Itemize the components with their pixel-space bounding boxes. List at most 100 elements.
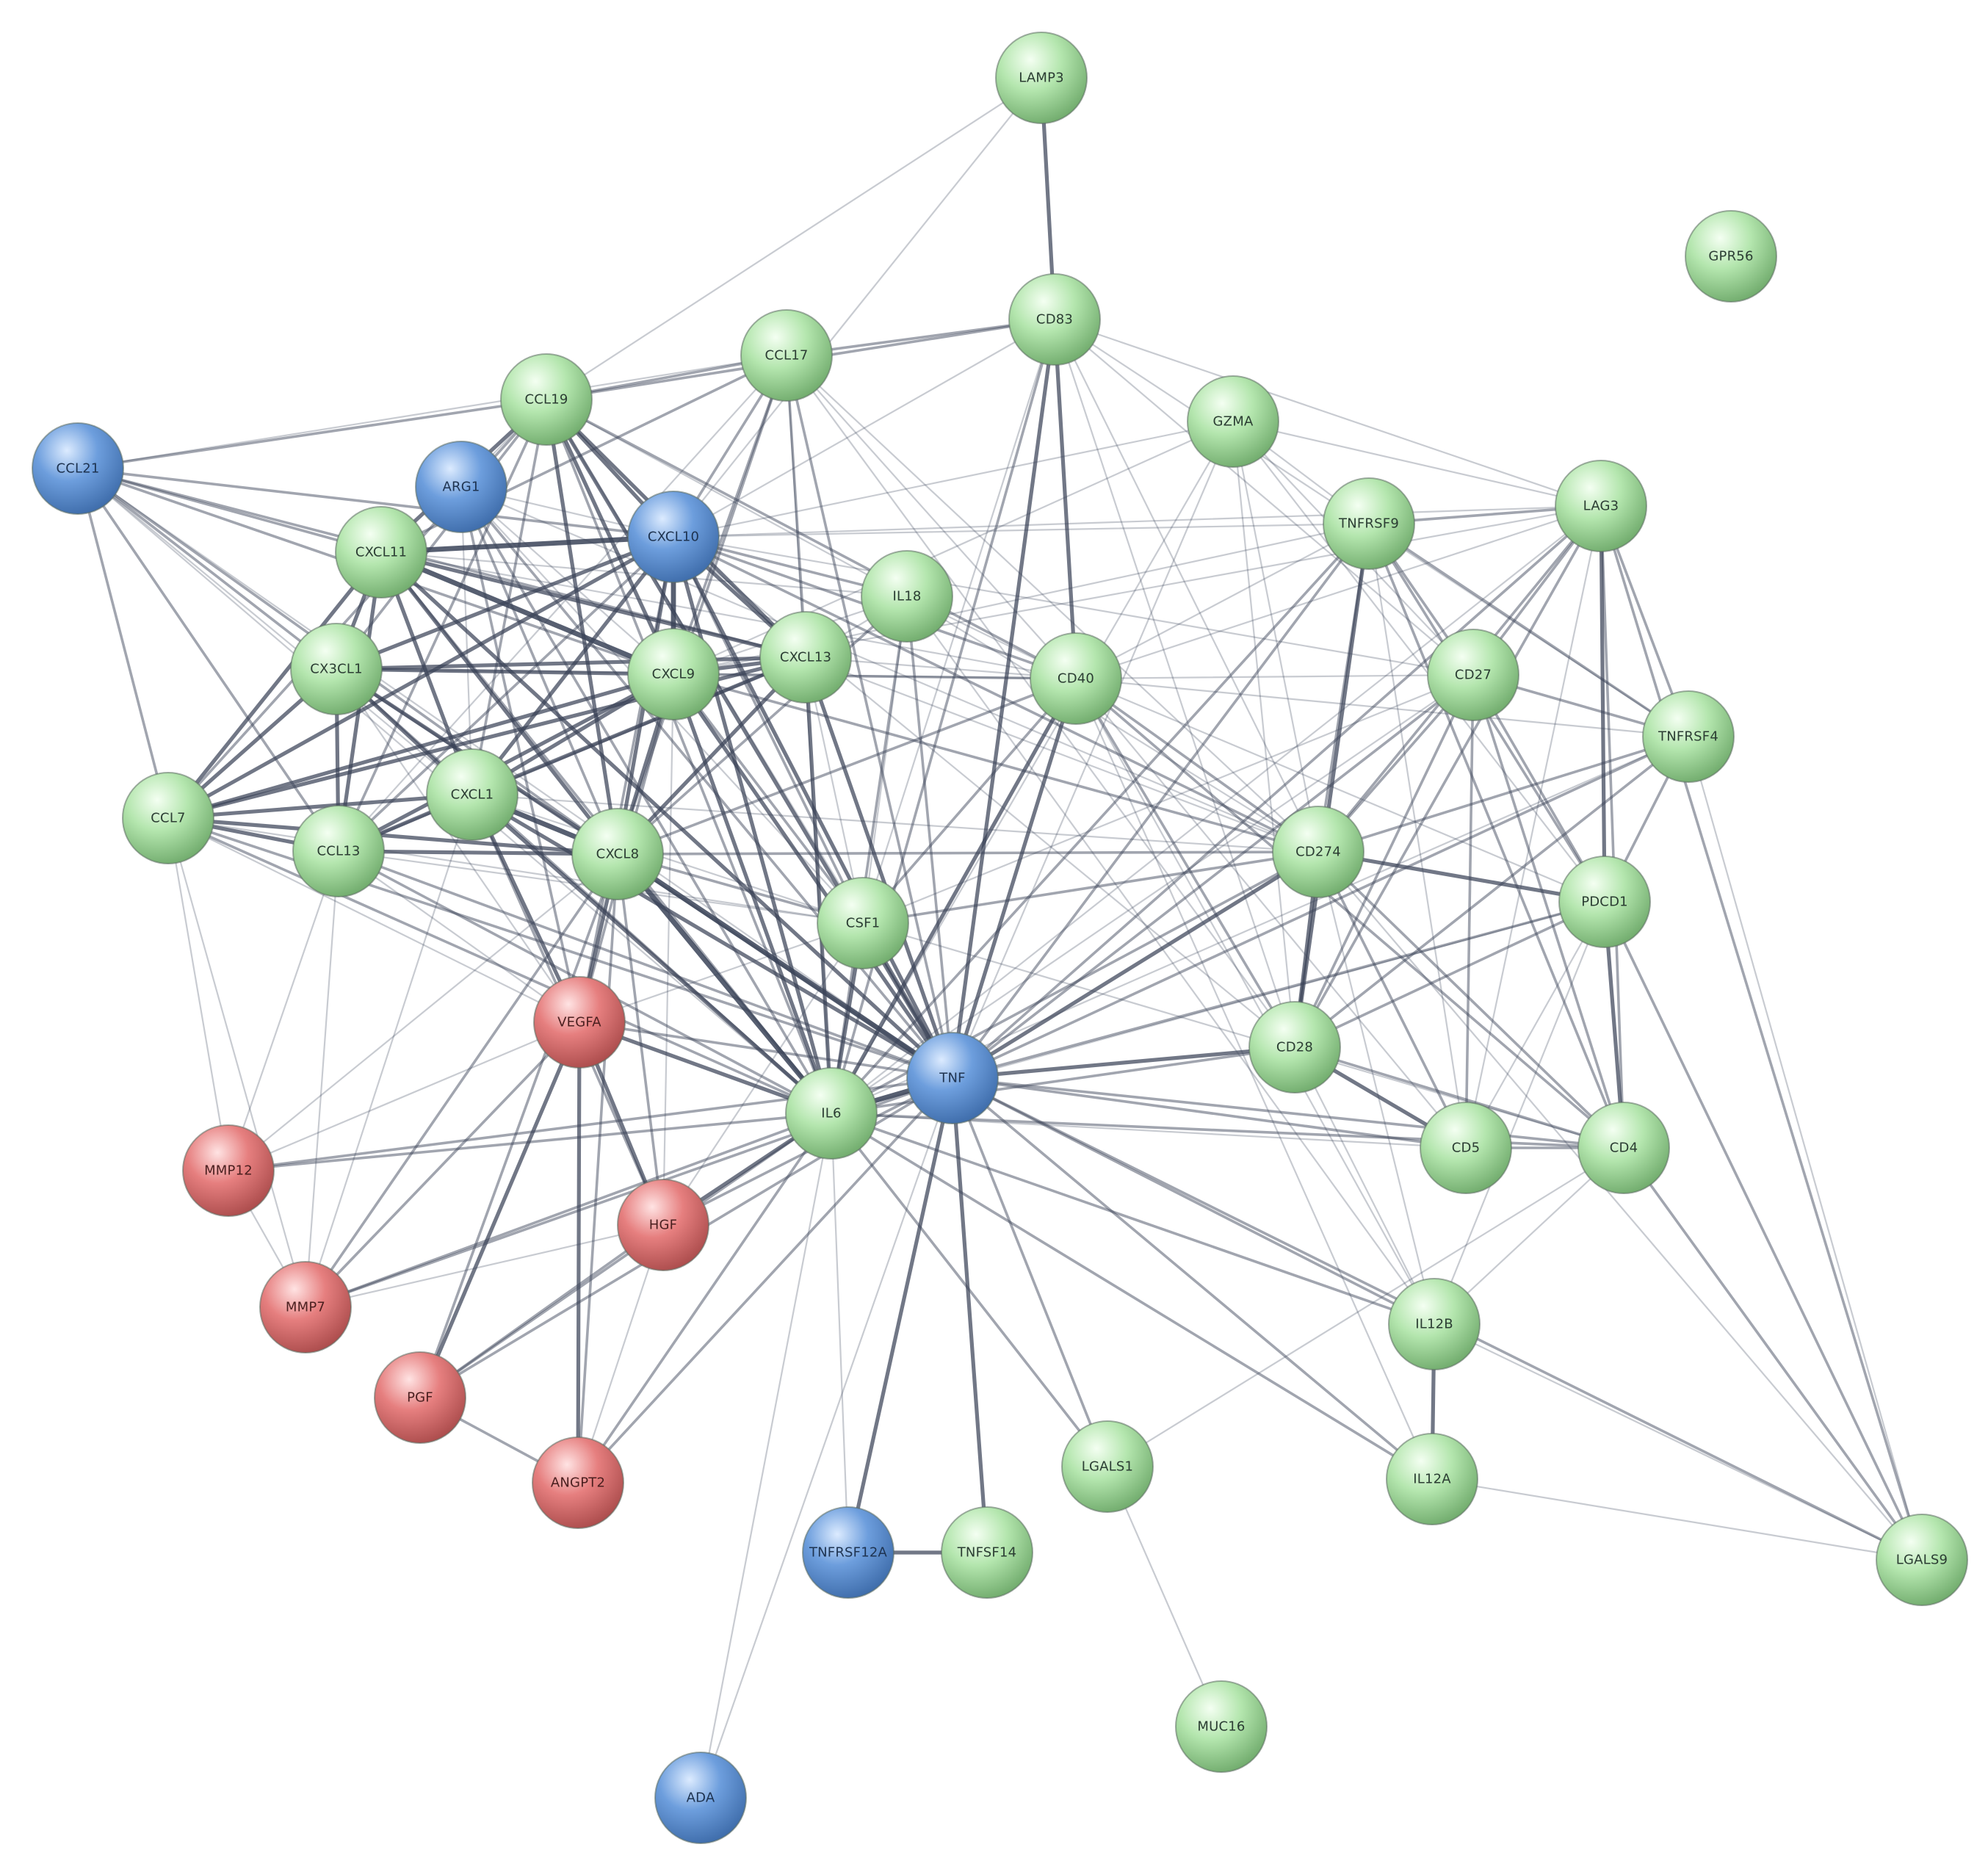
node-lgals1[interactable]: LGALS1 <box>1061 1420 1154 1513</box>
node-circle-ada[interactable] <box>654 1752 747 1844</box>
node-circle-cd83[interactable] <box>1008 273 1101 366</box>
node-circle-cd27[interactable] <box>1427 629 1519 721</box>
node-circle-cd274[interactable] <box>1272 806 1365 898</box>
node-circle-ccl21[interactable] <box>32 422 124 515</box>
node-cxcl13[interactable]: CXCL13 <box>759 611 852 704</box>
node-tnf[interactable]: TNF <box>906 1032 999 1124</box>
node-ccl13[interactable]: CCL13 <box>292 805 385 897</box>
node-circle-lag3[interactable] <box>1555 460 1647 552</box>
node-circle-il12a[interactable] <box>1386 1433 1478 1525</box>
node-circle-ccl7[interactable] <box>122 772 214 864</box>
node-cd274[interactable]: CD274 <box>1272 806 1365 898</box>
node-circle-il6[interactable] <box>785 1067 878 1160</box>
node-circle-cd5[interactable] <box>1420 1102 1512 1194</box>
node-ccl21[interactable]: CCL21 <box>32 422 124 515</box>
node-hgf[interactable]: HGF <box>617 1179 709 1271</box>
node-tnfrsf9[interactable]: TNFRSF9 <box>1323 477 1415 570</box>
node-label-ccl19: CCL19 <box>524 392 568 408</box>
node-vegfa[interactable]: VEGFA <box>533 976 626 1069</box>
node-circle-cxcl13[interactable] <box>759 611 852 704</box>
node-circle-il12b[interactable] <box>1388 1278 1481 1370</box>
node-label-cd40: CD40 <box>1058 671 1094 687</box>
node-cxcl8[interactable]: CXCL8 <box>571 808 664 900</box>
node-circle-lgals9[interactable] <box>1876 1514 1968 1606</box>
node-circle-muc16[interactable] <box>1175 1680 1268 1773</box>
node-circle-lamp3[interactable] <box>995 32 1088 124</box>
node-label-ccl21: CCL21 <box>56 461 99 477</box>
node-circle-cd28[interactable] <box>1248 1001 1341 1094</box>
node-circle-csf1[interactable] <box>817 877 909 969</box>
node-pdcd1[interactable]: PDCD1 <box>1558 856 1651 948</box>
node-circle-pgf[interactable] <box>374 1351 466 1444</box>
node-circle-hgf[interactable] <box>617 1179 709 1271</box>
node-cd40[interactable]: CD40 <box>1030 632 1122 725</box>
node-circle-pdcd1[interactable] <box>1558 856 1651 948</box>
node-label-pgf: PGF <box>407 1390 433 1406</box>
node-il18[interactable]: IL18 <box>861 550 953 643</box>
node-circle-mmp7[interactable] <box>259 1261 352 1354</box>
node-tnfrsf4[interactable]: TNFRSF4 <box>1642 690 1735 783</box>
node-mmp12[interactable]: MMP12 <box>182 1124 275 1217</box>
node-lamp3[interactable]: LAMP3 <box>995 32 1088 124</box>
node-mmp7[interactable]: MMP7 <box>259 1261 352 1354</box>
node-circle-cxcl11[interactable] <box>335 506 427 599</box>
node-ada[interactable]: ADA <box>654 1752 747 1844</box>
node-pgf[interactable]: PGF <box>374 1351 466 1444</box>
node-circle-cd4[interactable] <box>1577 1102 1670 1194</box>
edge-arg1-tnf <box>460 485 954 1080</box>
node-circle-ccl17[interactable] <box>740 309 833 402</box>
node-tnfsf14[interactable]: TNFSF14 <box>941 1506 1033 1599</box>
node-il12a[interactable]: IL12A <box>1386 1433 1478 1525</box>
node-circle-cd40[interactable] <box>1030 632 1122 725</box>
node-circle-cxcl1[interactable] <box>426 748 518 841</box>
node-circle-cxcl10[interactable] <box>627 491 720 583</box>
node-cd4[interactable]: CD4 <box>1577 1102 1670 1194</box>
node-muc16[interactable]: MUC16 <box>1175 1680 1268 1773</box>
node-il12b[interactable]: IL12B <box>1388 1278 1481 1370</box>
node-cxcl1[interactable]: CXCL1 <box>426 748 518 841</box>
node-il6[interactable]: IL6 <box>785 1067 878 1160</box>
node-lgals9[interactable]: LGALS9 <box>1876 1514 1968 1606</box>
node-circle-vegfa[interactable] <box>533 976 626 1069</box>
node-cd27[interactable]: CD27 <box>1427 629 1519 721</box>
node-circle-cxcl9[interactable] <box>627 628 720 720</box>
node-circle-arg1[interactable] <box>415 441 507 533</box>
node-circle-ccl19[interactable] <box>500 353 593 446</box>
node-cxcl9[interactable]: CXCL9 <box>627 628 720 720</box>
node-circle-tnfsf14[interactable] <box>941 1506 1033 1599</box>
node-circle-cx3cl1[interactable] <box>290 623 383 715</box>
node-gzma[interactable]: GZMA <box>1187 375 1279 468</box>
node-gpr56[interactable]: GPR56 <box>1685 210 1777 303</box>
node-angpt2[interactable]: ANGPT2 <box>532 1436 624 1529</box>
node-lag3[interactable]: LAG3 <box>1555 460 1647 552</box>
node-circle-mmp12[interactable] <box>182 1124 275 1217</box>
node-cxcl10[interactable]: CXCL10 <box>627 491 720 583</box>
edge-tnf-cd4 <box>951 1077 1625 1149</box>
node-ccl19[interactable]: CCL19 <box>500 353 593 446</box>
node-cx3cl1[interactable]: CX3CL1 <box>290 623 383 715</box>
node-circle-tnf[interactable] <box>906 1032 999 1124</box>
node-circle-gzma[interactable] <box>1187 375 1279 468</box>
node-circle-ccl13[interactable] <box>292 805 385 897</box>
node-circle-tnfrsf9[interactable] <box>1323 477 1415 570</box>
node-cd28[interactable]: CD28 <box>1248 1001 1341 1094</box>
edge-tnfrsf9-cd4 <box>1367 522 1625 1149</box>
node-tnfrsf12a[interactable]: TNFRSF12A <box>802 1506 894 1599</box>
node-cd5[interactable]: CD5 <box>1420 1102 1512 1194</box>
node-circle-angpt2[interactable] <box>532 1436 624 1529</box>
node-circle-lgals1[interactable] <box>1061 1420 1154 1513</box>
node-ccl7[interactable]: CCL7 <box>122 772 214 864</box>
edge-cd83-lag3 <box>1053 318 1602 507</box>
node-csf1[interactable]: CSF1 <box>817 877 909 969</box>
edge-cx3cl1-cxcl13 <box>334 655 808 671</box>
node-circle-tnfrsf12a[interactable] <box>802 1506 894 1599</box>
node-arg1[interactable]: ARG1 <box>415 441 507 533</box>
node-circle-gpr56[interactable] <box>1685 210 1777 303</box>
node-circle-cxcl8[interactable] <box>571 808 664 900</box>
node-circle-il18[interactable] <box>861 550 953 643</box>
node-cd83[interactable]: CD83 <box>1008 273 1101 366</box>
node-cxcl11[interactable]: CXCL11 <box>335 506 427 599</box>
edge-cxcl8-tnf <box>615 851 955 1081</box>
node-ccl17[interactable]: CCL17 <box>740 309 833 402</box>
node-circle-tnfrsf4[interactable] <box>1642 690 1735 783</box>
